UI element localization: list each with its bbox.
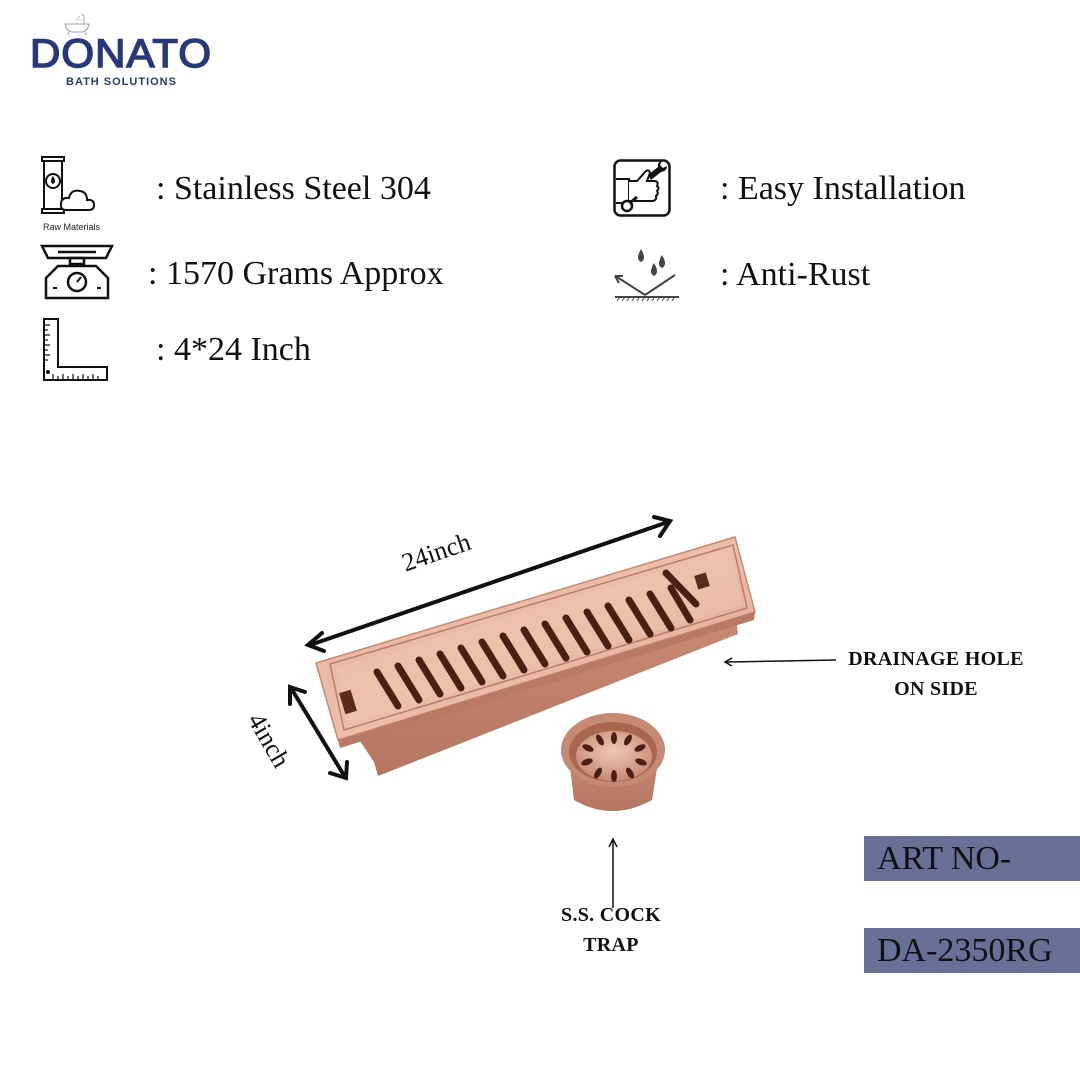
length-dimension-arrow bbox=[304, 515, 674, 653]
drainage-callout-arrow bbox=[723, 657, 837, 667]
easy-installation-icon bbox=[613, 159, 671, 217]
article-label-box: ART NO- bbox=[864, 836, 1080, 881]
raw-materials-caption: Raw Materials bbox=[43, 222, 101, 232]
cock-trap-label: S.S. COCK TRAP bbox=[540, 900, 682, 960]
trap-label-line2: TRAP bbox=[583, 934, 639, 956]
raw-materials-icon bbox=[41, 156, 96, 214]
rust-feature: : Anti-Rust bbox=[720, 256, 871, 293]
article-number: DA-2350RG bbox=[877, 931, 1053, 969]
article-label: ART NO- bbox=[877, 839, 1012, 877]
installation-feature: : Easy Installation bbox=[720, 170, 966, 207]
brand-tagline: BATH SOLUTIONS bbox=[66, 76, 177, 88]
weighing-scale-icon bbox=[40, 244, 114, 300]
brand-logo: DONATO BATH SOLUTIONS bbox=[29, 12, 213, 92]
trap-callout-arrow bbox=[608, 837, 618, 908]
width-dimension-arrow bbox=[288, 684, 349, 781]
anti-rust-icon bbox=[614, 249, 679, 302]
size-spec: : 4*24 Inch bbox=[156, 331, 311, 368]
drainage-hole-label: DRAINAGE HOLE ON SIDE bbox=[838, 644, 1034, 704]
material-spec: : Stainless Steel 304 bbox=[156, 170, 431, 207]
linear-drain-channel bbox=[315, 536, 756, 776]
cock-trap bbox=[561, 713, 665, 811]
article-number-box: DA-2350RG bbox=[864, 928, 1080, 973]
brand-name: DONATO bbox=[29, 32, 213, 76]
drainage-label-line1: DRAINAGE HOLE bbox=[848, 648, 1024, 670]
bathtub-icon bbox=[64, 14, 90, 36]
weight-spec: : 1570 Grams Approx bbox=[148, 255, 444, 292]
drainage-label-line2: ON SIDE bbox=[894, 678, 978, 700]
ruler-square-icon bbox=[43, 318, 108, 381]
trap-label-line1: S.S. COCK bbox=[561, 904, 661, 926]
